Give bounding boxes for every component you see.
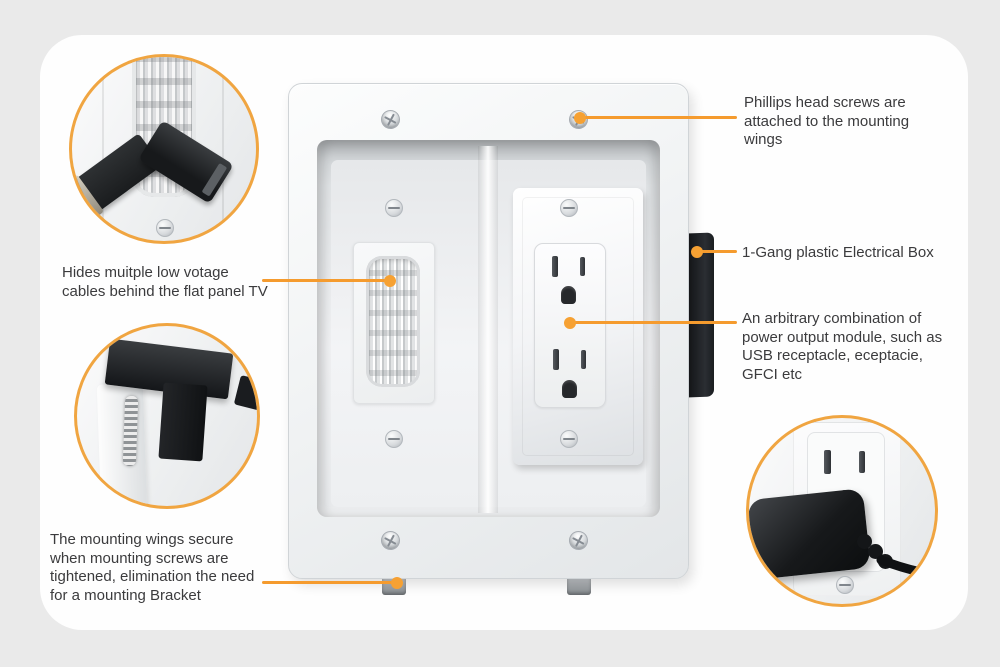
annotation-phillips-screws: Phillips head screws are attached to the… (744, 94, 910, 148)
power-cable-icon (876, 555, 935, 580)
annotation-power-module: An arbitrary combination of power output… (742, 310, 943, 383)
callout-dot-screws (574, 112, 586, 124)
cable-strain-relief (857, 534, 872, 549)
callout-line-power-module (570, 321, 737, 324)
outlet-slot (553, 349, 559, 370)
plastic-bracket-closeup (96, 383, 148, 506)
slotted-screw-brush-bottom (385, 430, 403, 448)
annotation-mounting-wings: The mounting wings secure when mounting … (50, 531, 255, 604)
slotted-screw-outlet-top (560, 199, 578, 217)
mounting-wing-tab-right (567, 576, 591, 595)
mounting-wing-arm (158, 382, 208, 462)
callout-dot-mounting-wings (391, 577, 403, 589)
outlet-slot (581, 350, 586, 369)
slotted-screw-outlet-bottom (560, 430, 578, 448)
plate-edge-line (102, 57, 104, 241)
mounting-wing-edge (233, 375, 257, 411)
recess-center-divider (478, 146, 498, 513)
callout-line-low-voltage (262, 279, 390, 282)
threaded-screw-closeup (122, 395, 139, 467)
callout-dot-power-module (564, 317, 576, 329)
outlet-ground-hole (561, 286, 576, 304)
outlet-slot (580, 257, 585, 276)
slotted-screw (156, 219, 174, 237)
slotted-screw (836, 576, 854, 594)
outlet-slot (859, 451, 865, 473)
callout-dot-gang-box (691, 246, 703, 258)
plug-outlet-inset-photo (746, 415, 938, 607)
callout-line-screws (580, 116, 737, 119)
callout-line-gang-box (697, 250, 737, 253)
outlet-slot (552, 256, 558, 277)
outlet-ground-hole (562, 380, 577, 398)
brush-cables-inset-photo (69, 54, 259, 244)
annotation-low-voltage: Hides muitple low votage cables behind t… (62, 264, 268, 300)
callout-line-mounting-wings (262, 581, 397, 584)
mounting-wing-inset-photo (74, 323, 260, 509)
callout-dot-low-voltage (384, 275, 396, 287)
plate-edge-line (222, 57, 224, 241)
outlet-slot (824, 450, 831, 474)
annotation-gang-box: 1-Gang plastic Electrical Box (742, 244, 934, 261)
slotted-screw-brush-top (385, 199, 403, 217)
